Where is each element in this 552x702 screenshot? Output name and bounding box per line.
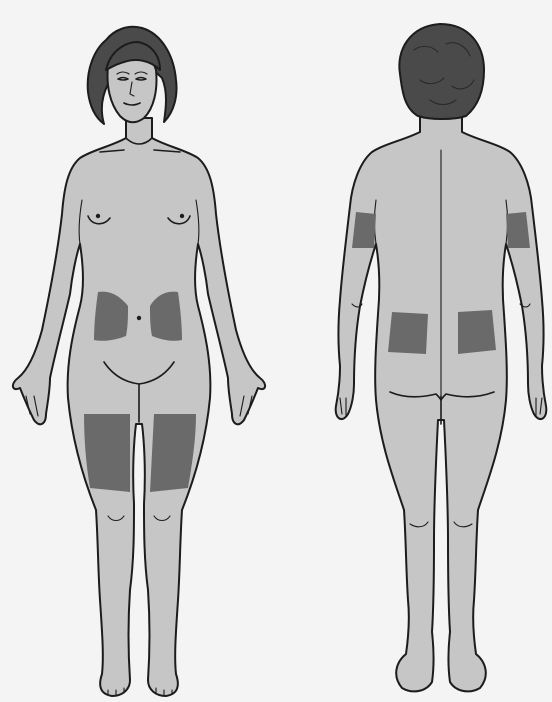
injection-site-buttock-left (388, 312, 428, 354)
front-figure (13, 27, 265, 696)
navel (137, 316, 141, 320)
injection-site-thigh-right (150, 414, 196, 492)
back-figure (336, 24, 547, 691)
injection-site-upper-arm-left (352, 212, 376, 248)
injection-site-buttock-right (458, 310, 496, 354)
injection-site-upper-arm-right (506, 212, 530, 248)
injection-site-thigh-left (84, 414, 130, 492)
